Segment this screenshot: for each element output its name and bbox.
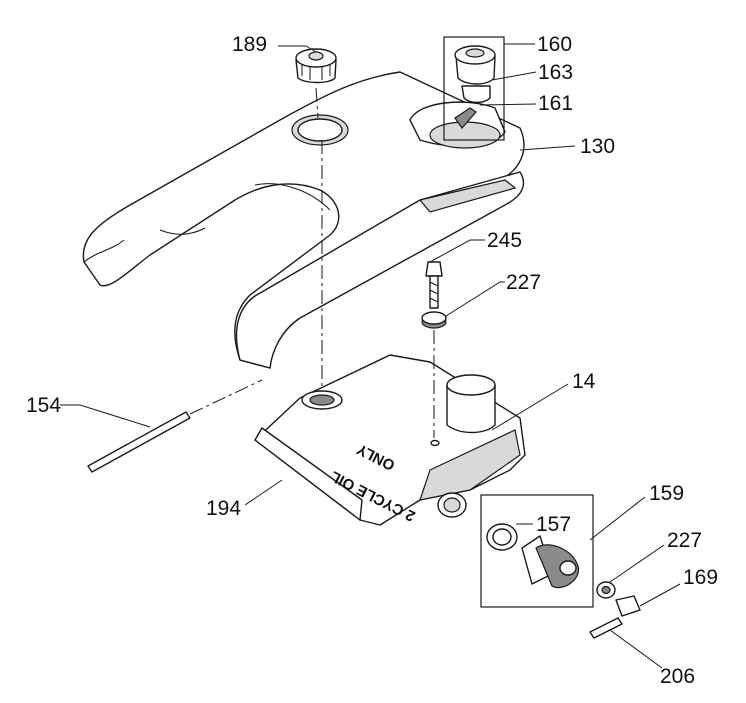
label-161: 161 bbox=[538, 92, 573, 115]
filter-assembly-159 bbox=[480, 494, 594, 608]
label-159: 159 bbox=[649, 482, 684, 505]
centerline-1 bbox=[315, 87, 319, 119]
screw-245 bbox=[425, 261, 443, 309]
oil-tank-14 bbox=[254, 354, 526, 526]
label-206: 206 bbox=[660, 665, 695, 688]
grommet-227 bbox=[421, 311, 447, 329]
label-227-lower: 227 bbox=[667, 529, 702, 552]
cover-130 bbox=[82, 71, 525, 369]
leader-lines bbox=[60, 43, 681, 669]
cap-assembly-160 bbox=[443, 36, 505, 141]
fittings bbox=[589, 581, 641, 639]
label-160: 160 bbox=[537, 33, 572, 56]
label-130: 130 bbox=[580, 135, 615, 158]
label-194: 194 bbox=[206, 497, 241, 520]
label-14: 14 bbox=[572, 370, 596, 393]
label-189: 189 bbox=[232, 33, 267, 56]
label-163: 163 bbox=[538, 61, 573, 84]
label-245: 245 bbox=[487, 229, 522, 252]
label-169: 169 bbox=[683, 566, 718, 589]
cap-189 bbox=[295, 48, 337, 84]
label-154: 154 bbox=[26, 394, 61, 417]
label-157: 157 bbox=[536, 513, 571, 536]
line-154 bbox=[87, 411, 191, 473]
centerline-4 bbox=[189, 379, 263, 415]
label-227-upper: 227 bbox=[506, 271, 541, 294]
